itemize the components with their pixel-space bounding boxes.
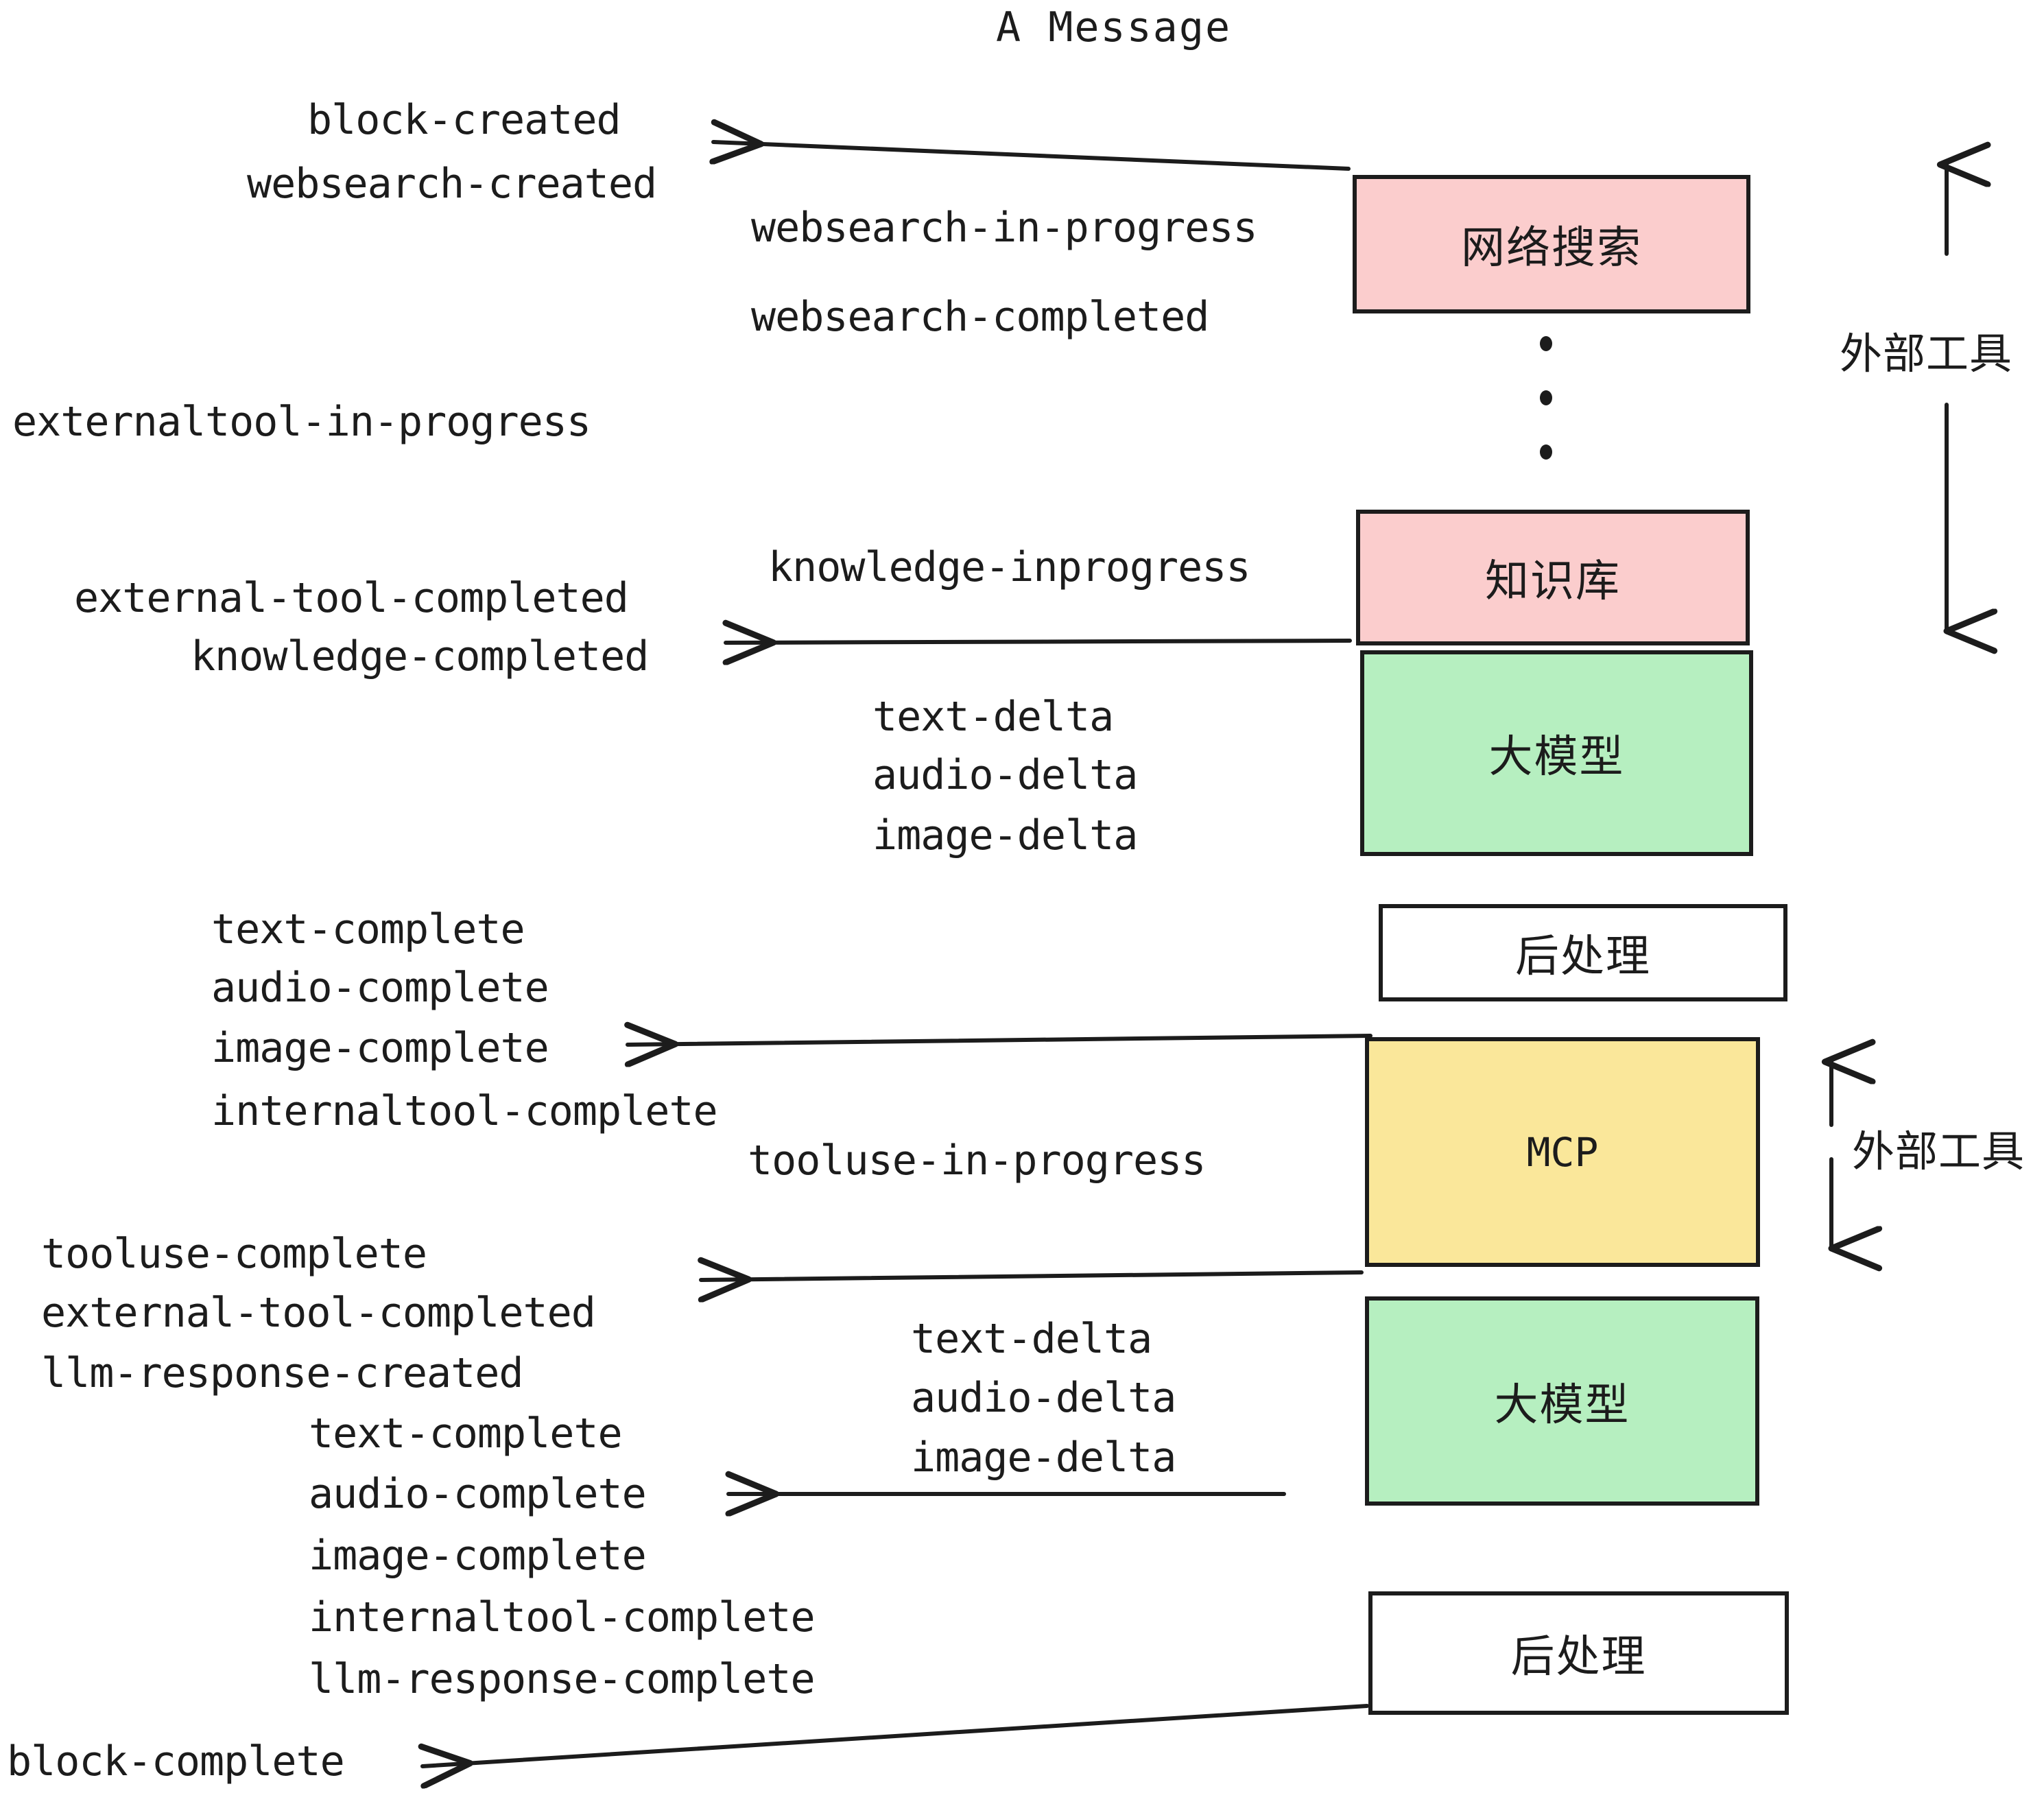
event-label-text-complete-1: text-complete <box>211 905 525 953</box>
ellipsis-dot <box>1540 444 1552 460</box>
event-label-externaltool-in-progress: externaltool-in-progress <box>12 398 591 446</box>
event-label-image-complete-1: image-complete <box>211 1024 549 1072</box>
node-knowledge-base-label: 知识库 <box>1485 556 1621 607</box>
event-label-websearch-created: websearch-created <box>247 160 657 208</box>
event-label-text-delta-1: text-delta <box>872 693 1114 741</box>
event-label-internaltool-complete-1: internaltool-complete <box>211 1087 718 1135</box>
node-postprocess-2-label: 后处理 <box>1510 1632 1647 1683</box>
event-label-websearch-completed: websearch-completed <box>751 293 1209 341</box>
node-llm-2[interactable]: 大模型 <box>1365 1296 1759 1506</box>
node-postprocess-1-label: 后处理 <box>1515 931 1651 982</box>
node-mcp[interactable]: MCP <box>1365 1037 1760 1267</box>
annotation-external-tools-bottom-label: 外部工具 <box>1852 1126 2025 1176</box>
node-knowledge-base[interactable]: 知识库 <box>1356 510 1750 645</box>
node-llm-1[interactable]: 大模型 <box>1360 650 1753 856</box>
annotation-external-tools-top-label: 外部工具 <box>1840 329 2013 379</box>
arrow-postprocess2-to-block-complete <box>423 1704 1369 1766</box>
arrow-websearch-to-block-created <box>713 142 1351 171</box>
node-llm-1-label: 大模型 <box>1488 732 1625 783</box>
event-label-image-delta-2: image-delta <box>911 1434 1176 1482</box>
event-label-audio-delta-2: audio-delta <box>911 1374 1176 1422</box>
arrow-mcp-to-tooluse-complete <box>701 1272 1364 1280</box>
node-llm-2-label: 大模型 <box>1494 1379 1630 1431</box>
event-label-knowledge-inprogress: knowledge-inprogress <box>768 543 1250 591</box>
event-label-audio-delta-1: audio-delta <box>872 751 1138 799</box>
event-label-tooluse-in-progress: tooluse-in-progress <box>748 1137 1206 1185</box>
event-label-audio-complete-1: audio-complete <box>211 964 549 1012</box>
event-label-block-created: block-created <box>307 96 621 144</box>
event-label-external-tool-completed-1: external-tool-completed <box>74 574 629 622</box>
event-label-tooluse-complete: tooluse-complete <box>41 1230 427 1278</box>
event-label-websearch-in-progress: websearch-in-progress <box>751 204 1258 252</box>
node-postprocess-2[interactable]: 后处理 <box>1368 1591 1789 1715</box>
ellipsis-dot <box>1540 390 1552 405</box>
event-label-audio-complete-2: audio-complete <box>309 1470 647 1518</box>
event-label-image-complete-2: image-complete <box>309 1532 647 1580</box>
event-label-internaltool-complete-2: internaltool-complete <box>309 1593 816 1641</box>
event-label-text-complete-2: text-complete <box>309 1410 623 1458</box>
node-websearch[interactable]: 网络搜索 <box>1353 175 1750 313</box>
node-websearch-label: 网络搜索 <box>1461 223 1642 274</box>
arrow-knowledge-to-knowledge-completed <box>726 641 1352 643</box>
node-postprocess-1[interactable]: 后处理 <box>1379 904 1787 1001</box>
diagram-title: A Message <box>996 3 1232 51</box>
event-label-knowledge-completed: knowledge-completed <box>191 632 649 680</box>
event-label-text-delta-2: text-delta <box>911 1315 1152 1363</box>
event-label-external-tool-completed-2: external-tool-completed <box>41 1289 596 1337</box>
node-mcp-label: MCP <box>1526 1128 1599 1176</box>
event-label-llm-response-created: llm-response-created <box>41 1349 523 1397</box>
event-label-llm-response-complete: llm-response-complete <box>309 1655 816 1703</box>
arrow-llm1-to-image-complete <box>628 1036 1372 1045</box>
ellipsis-dot <box>1540 336 1552 351</box>
event-label-block-complete: block-complete <box>7 1737 345 1785</box>
event-label-image-delta-1: image-delta <box>872 811 1138 859</box>
vertical-ellipsis <box>1538 336 1554 460</box>
